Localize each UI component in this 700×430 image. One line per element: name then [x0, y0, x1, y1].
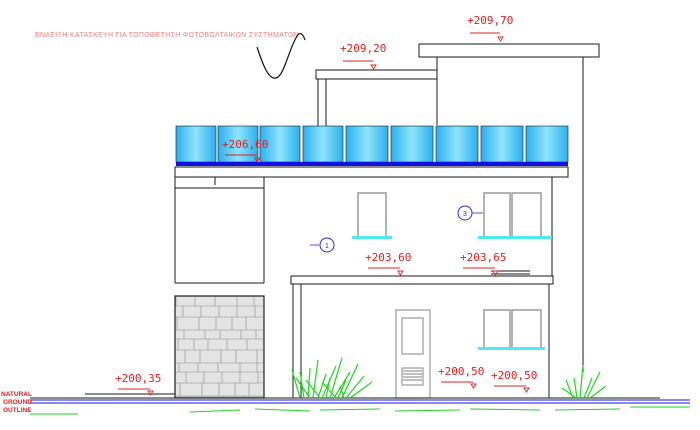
pv-panel [345, 125, 389, 163]
pv-panel [302, 125, 344, 163]
upper-facade [174, 177, 553, 284]
level-marker: +200,35 [115, 372, 161, 396]
level-label: +209,20 [340, 42, 386, 55]
stone-wall [174, 295, 265, 399]
roof-slab [174, 166, 569, 178]
pv-panel [480, 125, 524, 163]
sketch-curve [256, 32, 306, 79]
tag-3-label: 3 [463, 211, 467, 218]
ground-label-line-2: GROUND [3, 399, 32, 406]
level-marker: +200,50 [491, 369, 537, 393]
grass-right [561, 364, 607, 399]
level-label: +206,60 [222, 138, 268, 151]
level-label: +200,50 [491, 369, 537, 382]
tag-1-label: 1 [325, 243, 329, 250]
level-marker: +203,60 [365, 251, 411, 276]
tag-1: 1 [310, 237, 335, 253]
entrance-door [395, 309, 431, 399]
level-label: +203,65 [460, 251, 506, 264]
upper-window-right [478, 192, 552, 239]
level-marker: +209,20 [340, 42, 386, 70]
pv-panel-array [175, 125, 569, 166]
pv-panel [525, 125, 569, 163]
ground-label-line-3: OUTLINE [3, 407, 32, 414]
level-label: +209,70 [467, 14, 513, 27]
ground-outline-label: NATURAL GROUND OUTLINE [1, 391, 32, 414]
pv-base-stripe [176, 162, 568, 166]
tag-3: 3 [457, 205, 483, 221]
level-label: +200,50 [438, 365, 484, 378]
level-marker: +200,50 [438, 365, 484, 389]
ground-label-line-1: NATURAL [1, 391, 32, 398]
level-marker: +209,70 [467, 14, 513, 42]
level-label: +203,60 [365, 251, 411, 264]
level-marker: +203,65 [460, 251, 506, 276]
level-marker: +206,60 [222, 138, 268, 163]
ground-lines [30, 393, 690, 415]
lower-window [478, 309, 545, 350]
construction-note: ΕΝΔΕΙΞΗ ΚΑΤΑΣΚΕΥΗ ΓΙΑ ΤΟΠΟΘΕΤΗΣΗ ΦΩΤΟΒΟΛ… [35, 32, 299, 39]
pv-panel [175, 125, 217, 163]
grass-left [291, 357, 373, 399]
upper-window-left [352, 192, 392, 239]
right-tower [418, 43, 600, 372]
pv-panel [435, 125, 479, 163]
level-label: +200,35 [115, 372, 161, 385]
pv-panel [390, 125, 434, 163]
pv-panel [259, 125, 301, 163]
pv-panel [217, 125, 259, 163]
